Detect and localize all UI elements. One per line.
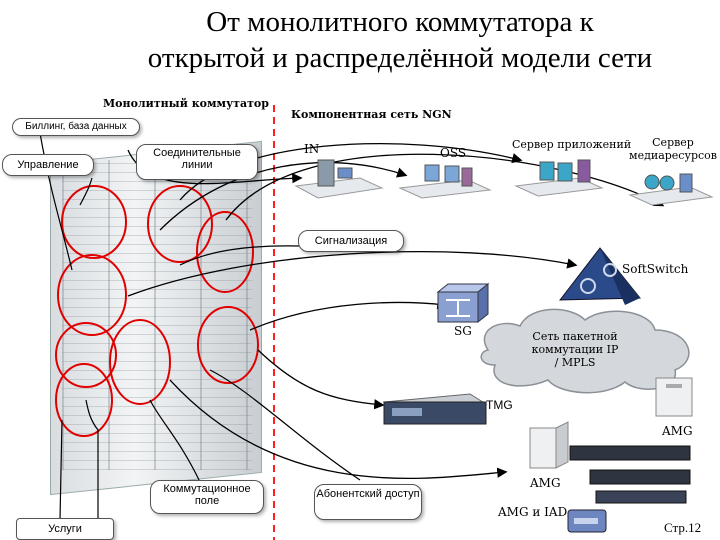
label-amg-iad: AMG и IAD: [498, 505, 568, 519]
label-oss: OSS: [440, 146, 467, 160]
label-monolithic-switch: Монолитный коммутатор: [103, 97, 269, 110]
softswitch-icon: [558, 247, 642, 305]
leader-services-2: [59, 419, 63, 521]
label-tmg: TMG: [486, 398, 513, 412]
callout-switch-field-text: Коммутационное поле: [163, 483, 251, 507]
circle-services: [55, 363, 113, 437]
in-server-icon: [294, 159, 384, 199]
leader-subscriber: [209, 369, 361, 481]
label-media-server: Сервер медиаресурсов: [629, 136, 717, 162]
callout-trunks-text: Соединительные линии: [153, 147, 241, 171]
callout-trunks: Соединительные линии: [136, 144, 258, 180]
label-app-server: Сервер приложений: [512, 138, 632, 151]
label-sg: SG: [454, 324, 472, 338]
arrow-to-softswitch: [127, 251, 578, 297]
app-server-icon: [514, 159, 604, 197]
leader-services: [85, 399, 99, 520]
circle-billing: [61, 185, 127, 259]
packet-network-cloud: [480, 308, 690, 394]
tmg-device: [382, 393, 488, 425]
label-packet-network: Сеть пакетной коммутации IP / MPLS: [531, 330, 619, 369]
callout-management: Управление: [2, 154, 94, 176]
callout-signaling: Сигнализация: [298, 230, 404, 252]
circle-app: [147, 185, 213, 263]
sg-icon: [436, 282, 490, 324]
label-in: IN: [304, 142, 320, 156]
callout-subscriber: Абонентский доступ: [314, 484, 422, 520]
page-number: Стр.12: [664, 520, 702, 535]
title-line-2: открытой и распределённой модели сети: [147, 42, 653, 74]
label-softswitch: SoftSwitch: [622, 262, 689, 276]
arrow-to-sg: [249, 298, 448, 331]
media-server-icon: [628, 173, 714, 206]
amg-right-device: [655, 377, 693, 417]
oss-servers-icon: [398, 164, 492, 199]
title-line-1: От монолитного коммутатора к: [206, 6, 594, 38]
label-amg-right: AMG: [662, 424, 693, 438]
callout-switch-field: Коммутационное поле: [150, 480, 264, 514]
iad-device: [567, 509, 607, 533]
label-amg-mid: AMG: [530, 476, 561, 490]
leader-switch-field: [149, 399, 201, 483]
leader-billing: [39, 132, 73, 271]
circle-trunks: [197, 306, 259, 384]
circle-switch-field: [109, 319, 171, 405]
arrow-to-amg: [169, 379, 508, 479]
slide-title: От монолитного коммутатора к открытой и …: [100, 4, 700, 76]
arrow-to-tmg: [257, 349, 385, 410]
callout-services: Услуги: [16, 518, 114, 540]
circle-media: [196, 211, 254, 293]
callout-billing: Биллинг, база данных: [12, 118, 140, 136]
circle-signaling: [57, 254, 127, 336]
leader-signaling: [179, 245, 301, 266]
leader-management: [79, 177, 93, 206]
amg-mid-device: [529, 421, 569, 469]
arrow-to-media-server: [225, 153, 665, 221]
label-ngn: Компонентная сеть NGN: [291, 108, 452, 121]
circle-subscriber: [55, 322, 117, 388]
amg-iad-rack-devices: [569, 445, 691, 504]
callout-subscriber-text: Абонентский доступ: [316, 488, 420, 500]
arrow-to-oss: [159, 162, 408, 231]
